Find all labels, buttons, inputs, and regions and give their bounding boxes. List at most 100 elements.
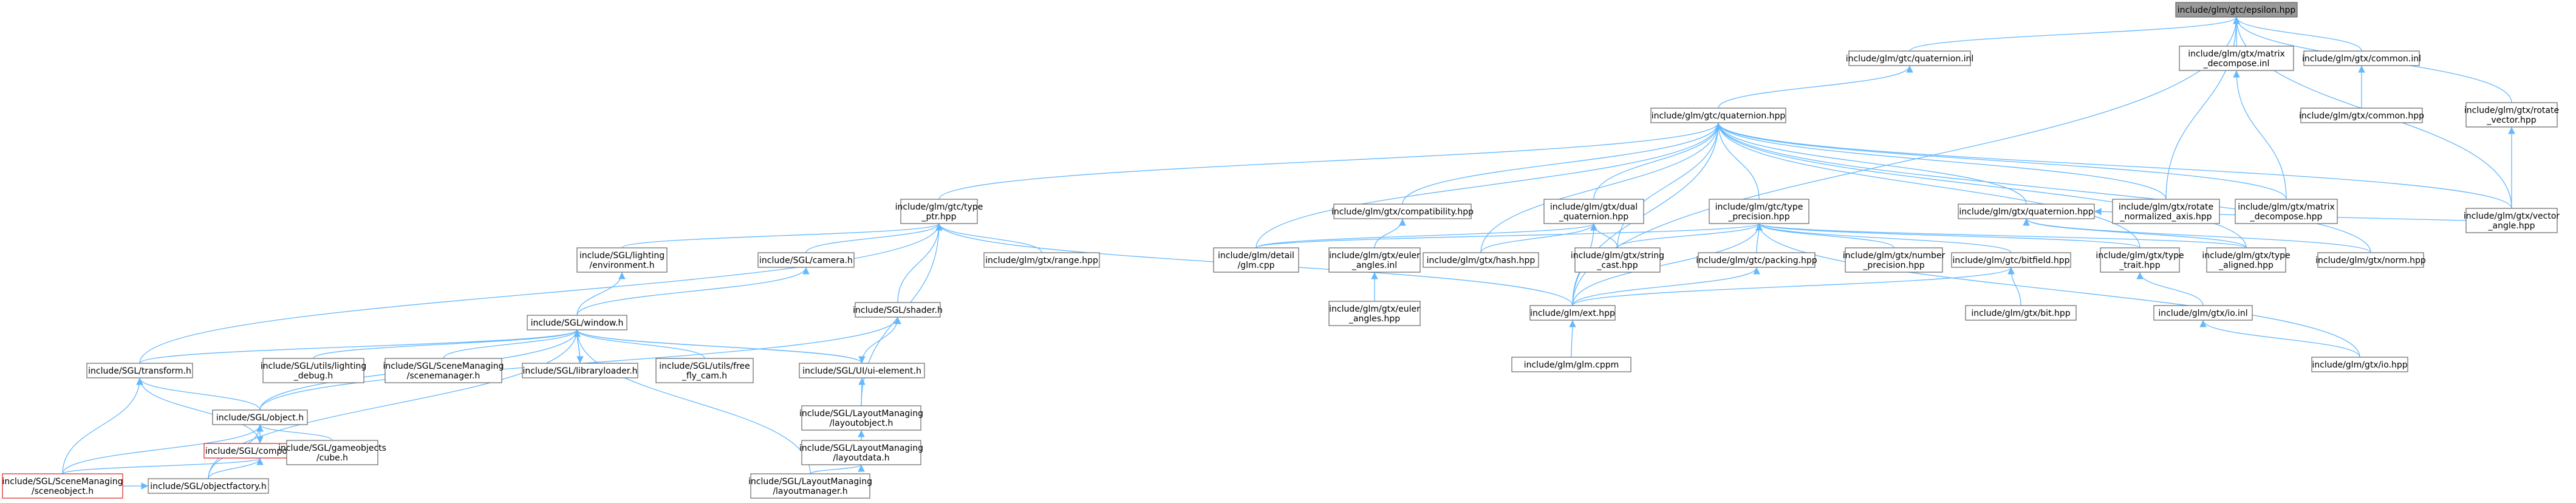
edge-quat_hpp-to-typetrait — [1715, 122, 2140, 248]
node-bitfield[interactable]: include/glm/gtc/bitfield.hpp — [1951, 252, 2071, 268]
node-box — [2153, 305, 2253, 321]
node-hash[interactable]: include/glm/gtx/hash.hpp — [1423, 252, 1539, 268]
node-box — [2317, 252, 2424, 268]
edge-uielem-to-layoutobj — [858, 377, 866, 406]
node-box — [2303, 50, 2420, 66]
edge-window-to-flycam — [573, 329, 705, 359]
node-mdecomp_inl[interactable]: include/glm/gtx/matrix_decompose.inl — [2179, 46, 2294, 71]
node-label: include/SGL/objectfactory.h — [150, 482, 266, 491]
node-typeprec[interactable]: include/glm/gtc/type_precision.hpp — [1709, 199, 1809, 224]
node-euler_inl[interactable]: include/glm/gtx/euler_angles.inl — [1328, 247, 1421, 273]
node-quat_hpp[interactable]: include/glm/gtc/quaternion.hpp — [1650, 108, 1786, 123]
node-quat_inl[interactable]: include/glm/gtc/quaternion.inl — [1846, 50, 1974, 66]
edge-mdecomp_inl-to-mdecomp_hpp — [2233, 70, 2287, 200]
node-euler_hpp[interactable]: include/glm/gtx/euler_angles.hpp — [1328, 301, 1421, 326]
node-io_hpp[interactable]: include/glm/gtx/io.hpp — [2311, 357, 2408, 372]
node-rotnorm[interactable]: include/glm/gtx/rotate_normalized_axis.h… — [2112, 199, 2220, 224]
node-label: /layoutobject.h — [830, 419, 893, 428]
node-box — [2112, 199, 2220, 224]
node-bit[interactable]: include/glm/gtx/bit.hpp — [1965, 305, 2077, 321]
edge-typeptr-to-lighting — [621, 223, 943, 248]
node-vecangle[interactable]: include/glm/gtx/vector_angle.hpp — [2464, 208, 2560, 233]
node-label: include/glm/gtx/io.inl — [2158, 309, 2247, 318]
node-box — [655, 358, 754, 383]
edge-component-to-sceneobj — [62, 457, 264, 474]
node-lighting[interactable]: include/SGL/lighting/environment.h — [576, 247, 668, 273]
node-io_inl[interactable]: include/glm/gtx/io.inl — [2153, 305, 2253, 321]
node-label: _quaternion.hpp — [1559, 212, 1628, 222]
node-compat[interactable]: include/glm/gtx/compatibility.hpp — [1331, 204, 1474, 219]
edge-typeprec-to-numprec — [1755, 223, 1894, 248]
edge-lighting-to-window — [576, 272, 626, 316]
node-box — [1650, 108, 1786, 123]
edge-quat_hpp-to-strcast — [1617, 122, 1722, 248]
node-label: _ptr.hpp — [921, 212, 957, 222]
node-glmcppm[interactable]: include/glm/glm.cppm — [1511, 357, 1631, 372]
node-lightdebug[interactable]: include/SGL/utils/lighting_debug.h — [261, 358, 367, 383]
node-label: include/SGL/lighting — [579, 251, 664, 261]
node-shader[interactable]: include/SGL/shader.h — [853, 302, 943, 318]
node-layoutdata[interactable]: include/SGL/LayoutManaging/layoutdata.h — [799, 440, 923, 465]
node-box — [1848, 50, 1971, 66]
node-label: /cube.h — [316, 453, 348, 463]
node-objfactory[interactable]: include/SGL/objectfactory.h — [148, 478, 269, 494]
node-label: include/glm/gtc/quaternion.inl — [1846, 54, 1974, 64]
node-packing[interactable]: include/glm/gtc/packing.hpp — [1696, 252, 1817, 268]
edge-typeprec-to-io_hpp — [1755, 223, 2360, 358]
node-window[interactable]: include/SGL/window.h — [527, 315, 627, 330]
node-layoutmgr[interactable]: include/SGL/LayoutManaging/layoutmanager… — [748, 473, 872, 499]
node-norm[interactable]: include/glm/gtx/norm.hpp — [2315, 252, 2426, 268]
node-box — [2206, 247, 2286, 273]
node-label: include/SGL/utils/lighting — [261, 361, 367, 371]
node-object[interactable]: include/SGL/object.h — [212, 409, 308, 425]
node-label: include/SGL/object.h — [216, 413, 304, 423]
edge-transform-to-sceneobj — [62, 377, 143, 474]
edge-window-to-layoutmgr — [573, 329, 811, 474]
node-box — [2300, 108, 2423, 123]
node-label: include/glm/gtx/matrix — [2238, 202, 2335, 212]
node-layoutobj[interactable]: include/SGL/LayoutManaging/layoutobject.… — [799, 405, 923, 431]
edge-component-to-objfactory — [208, 457, 264, 479]
node-typealigned[interactable]: include/glm/gtx/type_aligned.hpp — [2202, 247, 2291, 273]
node-label: include/SGL/gameobjects — [278, 443, 386, 453]
node-range[interactable]: include/glm/gtx/range.hpp — [983, 252, 1100, 268]
node-sceneobj[interactable]: include/SGL/SceneManaging/sceneobject.h — [2, 473, 123, 499]
node-label: _precision.hpp — [1727, 212, 1789, 222]
node-mdecomp_hpp[interactable]: include/glm/gtx/matrix_decompose.hpp — [2235, 199, 2338, 224]
node-common_hpp[interactable]: include/glm/gtx/common.hpp — [2299, 108, 2424, 123]
node-dualq[interactable]: include/glm/gtx/dual_quaternion.hpp — [1543, 199, 1644, 224]
node-epsilon[interactable]: include/glm/gtc/epsilon.hpp — [2175, 2, 2298, 18]
node-ext[interactable]: include/glm/ext.hpp — [1529, 305, 1616, 321]
node-glmdetail[interactable]: include/glm/detail/glm.cpp — [1213, 247, 1299, 273]
node-strcast[interactable]: include/glm/gtx/string_cast.hpp — [1571, 247, 1664, 273]
node-flycam[interactable]: include/SGL/utils/free_fly_cam.h — [655, 358, 754, 383]
node-scenemgr[interactable]: include/SGL/SceneManaging/scenemanager.h — [383, 358, 504, 383]
node-label: include/glm/gtx/bit.hpp — [1971, 309, 2070, 318]
node-camera[interactable]: include/SGL/camera.h — [757, 252, 855, 268]
node-transform[interactable]: include/SGL/transform.h — [86, 363, 193, 378]
node-rotvec[interactable]: include/glm/gtx/rotate_vector.hpp — [2464, 102, 2559, 128]
node-label: include/glm/gtx/common.inl — [2302, 54, 2421, 64]
node-cube[interactable]: include/SGL/gameobjects/cube.h — [278, 440, 386, 465]
node-libloader[interactable]: include/SGL/libraryloader.h — [522, 363, 638, 378]
node-box — [801, 405, 921, 431]
node-box — [148, 478, 269, 494]
node-common_inl[interactable]: include/glm/gtx/common.inl — [2302, 50, 2421, 66]
edge-compat-to-euler_inl — [1374, 218, 1406, 248]
node-label: include/glm/gtx/rotate — [2119, 202, 2213, 212]
node-label: include/glm/detail — [1218, 251, 1294, 261]
edge-typeptr-to-transform — [139, 223, 943, 364]
node-label: include/SGL/shader.h — [853, 306, 943, 315]
node-label: include/glm/ext.hpp — [1530, 309, 1615, 318]
node-numprec[interactable]: include/glm/gtx/number_precision.hpp — [1843, 247, 1946, 273]
node-uielem[interactable]: include/SGL/UI/ui-element.h — [799, 363, 925, 378]
node-typetrait[interactable]: include/glm/gtx/type_trait.hpp — [2096, 247, 2184, 273]
node-box — [1698, 252, 1816, 268]
node-box — [286, 440, 378, 465]
node-typeptr[interactable]: include/glm/gtc/type_ptr.hpp — [895, 199, 983, 224]
node-box — [1958, 204, 2095, 219]
node-gtxquat[interactable]: include/glm/gtx/quaternion.hpp — [1958, 204, 2095, 219]
node-label: include/glm/gtx/type — [2202, 251, 2290, 261]
node-label: include/SGL/utils/free — [659, 361, 750, 371]
